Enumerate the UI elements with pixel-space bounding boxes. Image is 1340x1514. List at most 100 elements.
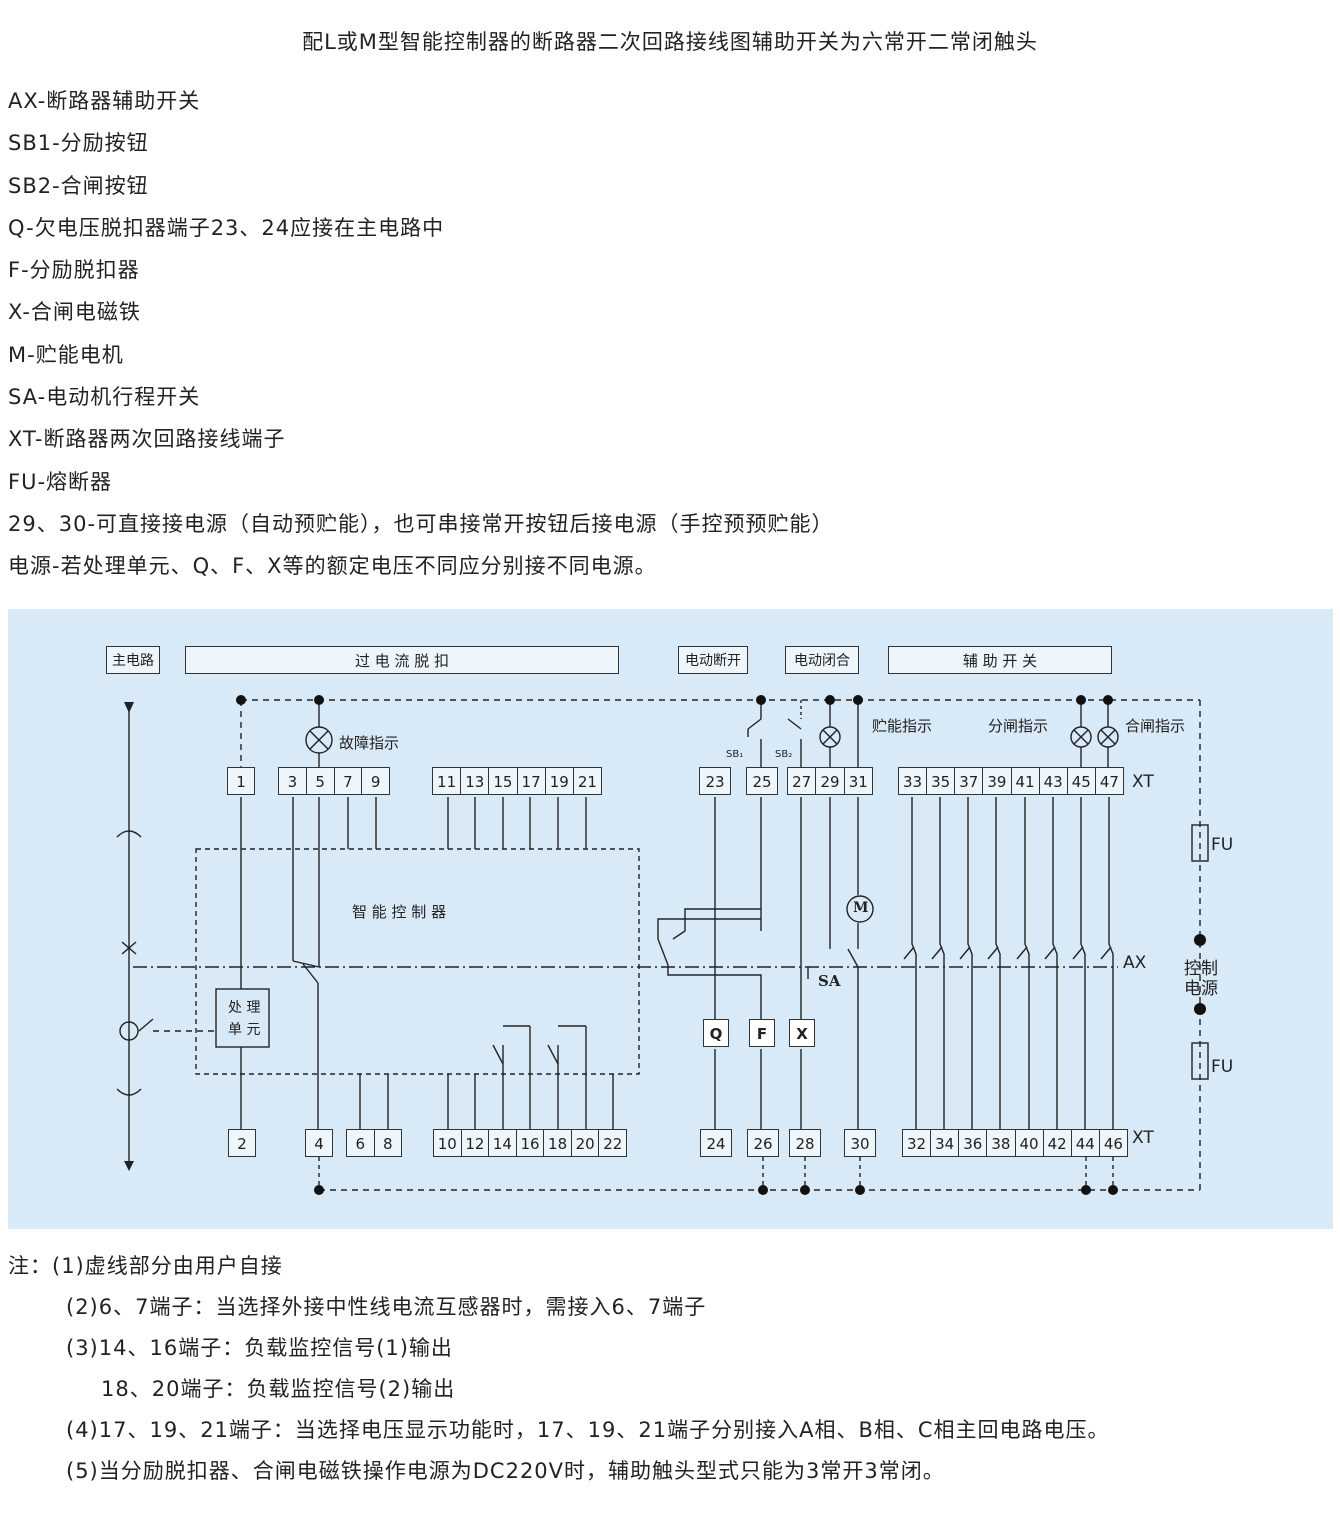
- terminal: 25: [752, 773, 772, 791]
- terminal: 24: [706, 1135, 726, 1153]
- terminal: 47: [1099, 773, 1119, 791]
- note-item: 注：(1)虚线部分由用户自接: [8, 1254, 283, 1278]
- terminal: 11: [433, 768, 462, 794]
- control-power-label: 电源: [1184, 979, 1218, 999]
- legend-item: 电源-若处理单元、Q、F、X等的额定电压不同应分别接不同电源。: [8, 554, 657, 579]
- terminal: 16: [517, 1130, 545, 1156]
- note-item: (2)6、7端子：当选择外接中性线电流互感器时，需接入6、7端子: [66, 1295, 707, 1319]
- terminal-strip-top: 33 35 37 39 41 43 45 47: [898, 767, 1124, 795]
- close-indicator-label: 合闸指示: [1125, 717, 1186, 735]
- terminal-strip-top: 23: [699, 767, 731, 795]
- terminal-strip-bottom: 28: [789, 1129, 821, 1157]
- terminal: 5: [307, 768, 335, 794]
- aux-contact-switch: [931, 946, 943, 960]
- aux-contact-wire: [1052, 797, 1058, 1129]
- ax-label: AX: [1123, 953, 1147, 973]
- open-indicator-label: 分闸指示: [988, 717, 1049, 735]
- aux-contact-wire: [967, 797, 973, 1129]
- legend-item: X-合闸电磁铁: [8, 300, 141, 325]
- sa-label: SA: [818, 972, 841, 990]
- legend-item: Q-欠电压脱扣器端子23、24应接在主电路中: [8, 215, 445, 240]
- terminal: 45: [1068, 768, 1096, 794]
- aux-contact-switch: [1100, 946, 1112, 960]
- terminal: 20: [572, 1130, 600, 1156]
- terminal: 10: [434, 1130, 462, 1156]
- processing-unit-label: 单 元: [228, 1022, 261, 1038]
- terminal-strip-bottom: 10 12 14 16 18 20 22: [433, 1129, 627, 1157]
- terminal: 1: [236, 773, 246, 791]
- closing-magnet-x: X: [789, 1019, 815, 1047]
- terminal: 39: [983, 768, 1012, 794]
- aux-contact-wire: [911, 797, 917, 1129]
- terminal: 22: [603, 1135, 623, 1153]
- terminal: 44: [1072, 1130, 1100, 1156]
- xt-top-label: XT: [1132, 772, 1154, 792]
- aux-contact-wire: [1080, 797, 1086, 1129]
- fault-indicator-label: 故障指示: [339, 734, 400, 752]
- motor-m-label: M: [853, 900, 869, 916]
- terminal: 43: [1040, 768, 1068, 794]
- terminal: 12: [462, 1130, 490, 1156]
- aux-contact-switch: [1044, 946, 1056, 960]
- terminal-strip-bottom: 4: [305, 1129, 333, 1157]
- terminal: 37: [955, 768, 984, 794]
- processing-unit-label: 处 理: [228, 1000, 261, 1016]
- terminal: 35: [927, 768, 956, 794]
- terminal: 28: [795, 1135, 815, 1153]
- terminal-strip-top: 25: [746, 767, 778, 795]
- terminal: 3: [279, 768, 307, 794]
- aux-contact-switch: [1016, 946, 1028, 960]
- overcurrent-header: 过 电 流 脱 扣: [185, 646, 619, 674]
- terminal: 32: [903, 1130, 932, 1156]
- note-item: (4)17、19、21端子：当选择电压显示功能时，17、19、21端子分别接入A…: [66, 1418, 1110, 1442]
- terminal: 26: [753, 1135, 773, 1153]
- terminal: 4: [314, 1135, 324, 1153]
- terminal: 7: [335, 768, 363, 794]
- terminal: 40: [1016, 1130, 1044, 1156]
- terminal-strip-bottom: 24: [700, 1129, 732, 1157]
- xt-bottom-label: XT: [1132, 1128, 1154, 1148]
- notes-list: 注：(1)虚线部分由用户自接 (2)6、7端子：当选择外接中性线电流互感器时，需…: [8, 1246, 1110, 1492]
- motor-open-header: 电动断开: [678, 646, 748, 674]
- store-indicator-label: 贮能指示: [872, 717, 933, 735]
- terminal: 34: [931, 1130, 960, 1156]
- note-item: (3)14、16端子：负载监控信号(1)输出: [66, 1336, 453, 1360]
- legend-item: SB1-分励按钮: [8, 131, 149, 156]
- terminal: 42: [1044, 1130, 1072, 1156]
- terminal-strip-top: 27 29 31: [787, 767, 873, 795]
- terminal: 14: [489, 1130, 517, 1156]
- terminal: 46: [1103, 1135, 1123, 1153]
- aux-contact-wire: [995, 797, 1001, 1129]
- wiring-lines: [116, 695, 1209, 1195]
- terminal: 30: [850, 1135, 870, 1153]
- legend-item: M-贮能电机: [8, 342, 124, 367]
- terminal: 15: [489, 768, 518, 794]
- terminal: 36: [959, 1130, 988, 1156]
- terminal: 38: [987, 1130, 1016, 1156]
- terminal-strip-top: 3 5 7 9: [278, 767, 390, 795]
- terminal: 23: [705, 773, 725, 791]
- note-item: (5)当分励脱扣器、合闸电磁铁操作电源为DC220V时，辅助触头型式只能为3常开…: [66, 1459, 945, 1483]
- main-circuit-header: 主电路: [106, 646, 160, 674]
- terminal: 13: [461, 768, 490, 794]
- fu-bottom-label: FU: [1211, 1057, 1234, 1077]
- aux-switch-header: 辅 助 开 关: [888, 646, 1112, 674]
- terminal: 17: [518, 768, 546, 794]
- page-title: 配L或M型智能控制器的断路器二次回路接线图辅助开关为六常开二常闭触头: [302, 30, 1038, 54]
- terminal: 21: [577, 773, 597, 791]
- aux-contact-switch: [959, 946, 971, 960]
- undervoltage-release-q: Q: [703, 1019, 729, 1047]
- legend-item: 29、30-可直接接电源（自动预贮能），也可串接常开按钮后接电源（手控预预贮能）: [8, 511, 834, 536]
- terminal: 19: [546, 768, 574, 794]
- legend-item: FU-熔断器: [8, 469, 113, 494]
- control-power-label: 控制: [1184, 959, 1218, 979]
- terminal: 2: [237, 1135, 247, 1153]
- terminal: 31: [848, 773, 868, 791]
- aux-contact-wire: [1108, 797, 1114, 1129]
- controller-label: 智 能 控 制 器: [352, 903, 447, 921]
- note-item: 18、20端子：负载监控信号(2)输出: [101, 1377, 456, 1401]
- shunt-release-f: F: [749, 1019, 775, 1047]
- terminal-strip-bottom: 6 8: [346, 1129, 402, 1157]
- terminal: 33: [899, 768, 928, 794]
- sb1-label: SB₁: [726, 749, 744, 760]
